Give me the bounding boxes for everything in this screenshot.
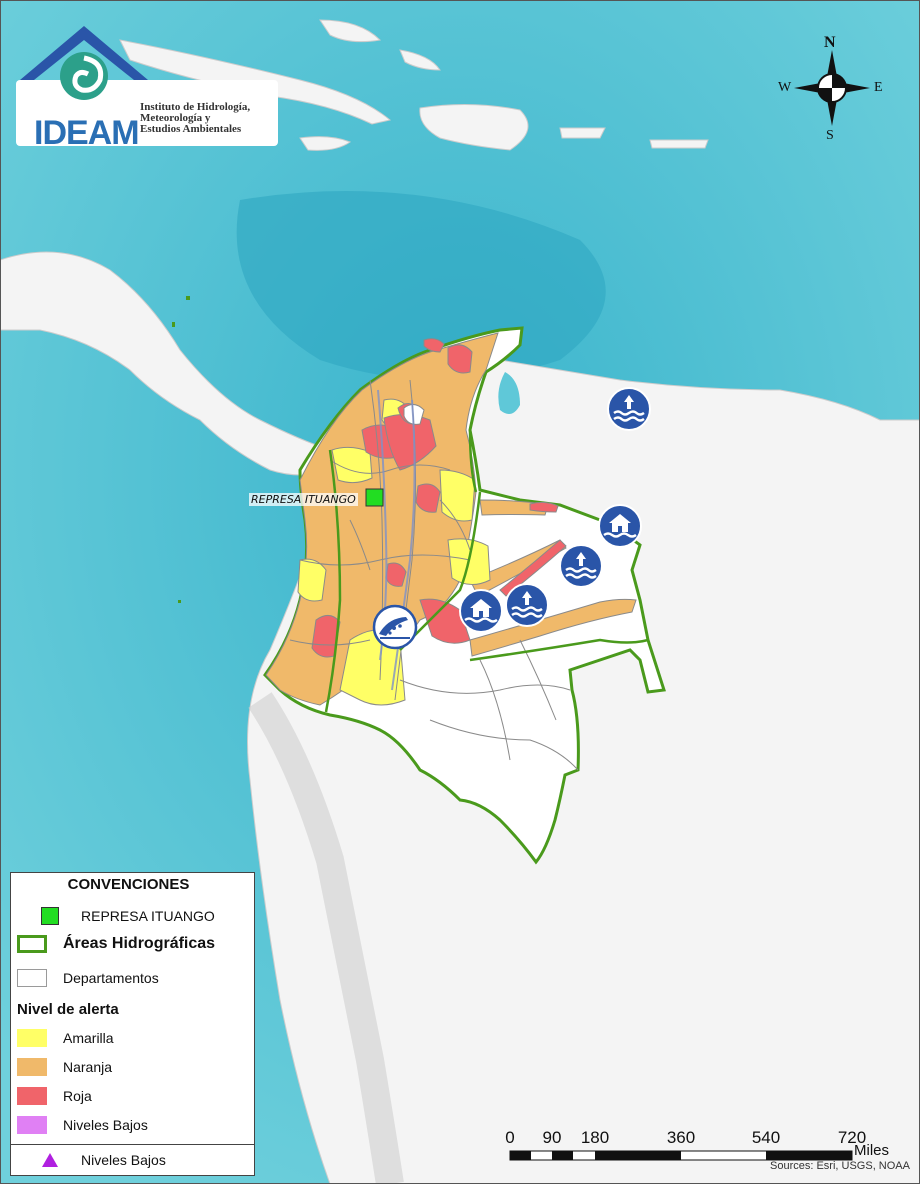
compass-rose-icon (794, 50, 870, 126)
legend-swatch (17, 1058, 47, 1076)
alert-red-11 (423, 338, 445, 353)
alert-yellow-5 (297, 558, 327, 602)
logo-acronym: IDEAM (34, 114, 140, 152)
scale-tick-0: 0 (505, 1128, 515, 1147)
legend-item-dam: REPRESA ITUANGO (11, 907, 215, 925)
alert-red-10 (529, 501, 559, 513)
rising-level-icon[interactable] (504, 582, 550, 628)
lesser-antilles (649, 139, 709, 149)
scale-unit: Miles (854, 1142, 890, 1159)
scale-tick-360: 360 (666, 1128, 696, 1147)
legend-panel: CONVENCIONES REPRESA ITUANGO Áreas Hidro… (10, 872, 255, 1176)
hydro-area-borders (324, 429, 649, 713)
alert-red-5 (415, 483, 441, 513)
legend-divider (11, 1144, 254, 1145)
flood-house-icon[interactable] (458, 588, 504, 634)
island-malpelo (178, 600, 181, 603)
scale-bar (509, 1150, 853, 1161)
legend-title: CONVENCIONES (67, 876, 190, 893)
dam-marker[interactable] (365, 488, 384, 507)
legend-swatch (41, 907, 59, 925)
scale-tick-180: 180 (580, 1128, 610, 1147)
flood-house-icon[interactable] (597, 503, 643, 549)
hispaniola (419, 103, 529, 151)
legend-alert-red: Roja (11, 1087, 92, 1105)
compass-east: E (874, 80, 883, 95)
jamaica (299, 136, 352, 151)
scale-tick-90: 90 (542, 1128, 562, 1147)
andes-shading (248, 692, 404, 1184)
triangle-icon (42, 1153, 58, 1167)
no-alert-north (403, 404, 425, 425)
legend-swatch (17, 1029, 47, 1047)
island-san-andres (186, 296, 190, 300)
legend-alert-orange: Naranja (11, 1058, 112, 1076)
island-providencia (172, 322, 175, 327)
ideam-logo: IDEAM Instituto de Hidrología, Meteorolo… (16, 22, 278, 153)
alert-yellow-2 (439, 469, 476, 522)
maracaibo-lake (498, 372, 520, 414)
map-sources: Sources: Esri, USGS, NOAA (770, 1160, 910, 1172)
compass-west: W (778, 80, 792, 95)
alert-orange-east (469, 539, 567, 597)
ideam-logo-graphic (16, 26, 278, 146)
scale-tick-540: 540 (751, 1128, 781, 1147)
legend-alert-heading: Nivel de alerta (17, 1001, 119, 1018)
puerto-rico (559, 127, 606, 139)
scale-tick-720: 720 (837, 1128, 867, 1147)
legend-swatch (17, 969, 47, 987)
alert-orange-southeast (469, 598, 637, 657)
legend-alert-low: Niveles Bajos (11, 1116, 148, 1134)
landslide-icon[interactable] (372, 604, 418, 650)
legend-item-hydro-areas: Áreas Hidrográficas (11, 935, 215, 953)
alert-red-4 (447, 344, 473, 374)
rising-level-icon[interactable] (606, 386, 652, 432)
alert-red-6 (385, 562, 407, 587)
logo-full-name: Instituto de Hidrología, Meteorología y … (140, 101, 251, 135)
legend-swatch (17, 1087, 47, 1105)
legend-swatch (17, 935, 47, 953)
rising-level-icon[interactable] (558, 543, 604, 589)
compass-north: N (824, 34, 836, 51)
bahamas (319, 19, 441, 71)
alert-red-7 (419, 598, 471, 644)
legend-item-departments: Departamentos (11, 969, 159, 987)
legend-swatch (17, 1116, 47, 1134)
legend-alert-yellow: Amarilla (11, 1029, 114, 1047)
legend-point-low: Niveles Bajos (11, 1152, 166, 1168)
alert-yellow-4 (339, 629, 406, 706)
dam-label: REPRESA ITUANGO (249, 493, 358, 506)
compass-south: S (826, 128, 834, 143)
alert-yellow-1 (331, 446, 373, 484)
